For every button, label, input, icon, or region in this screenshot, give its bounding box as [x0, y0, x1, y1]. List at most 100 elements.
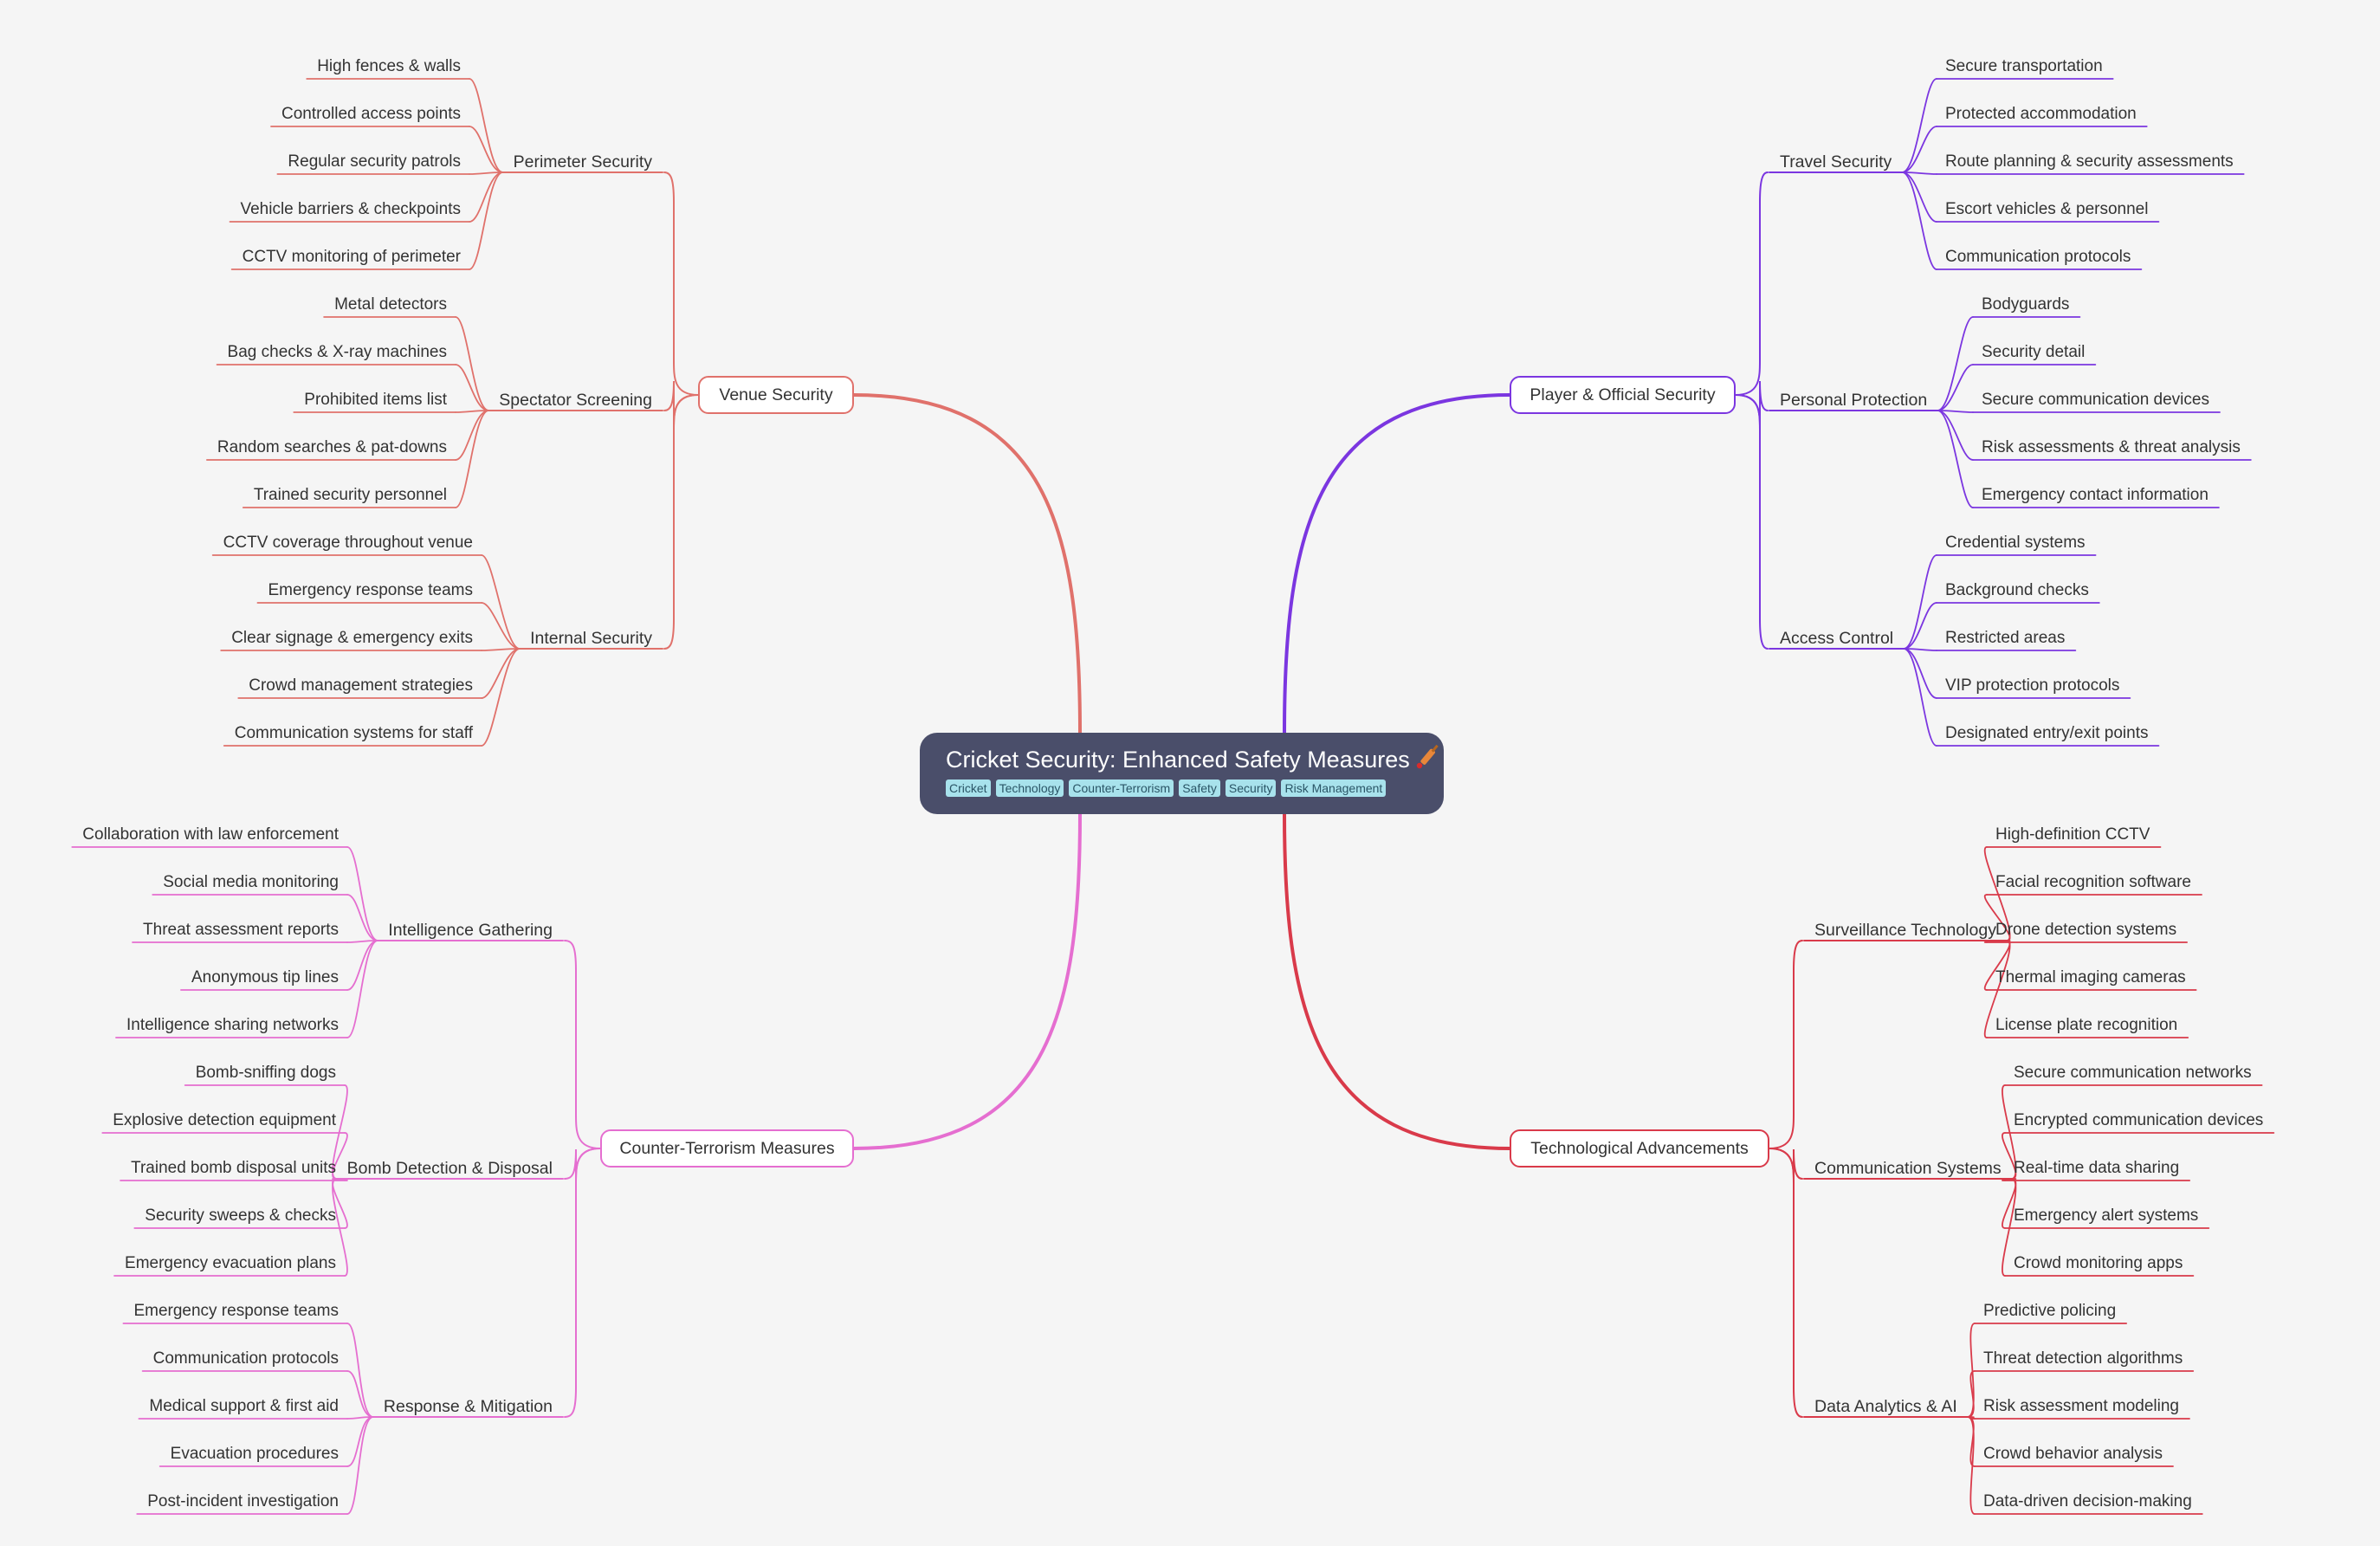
root-branch-connector: [852, 393, 1082, 734]
tag-risk-management[interactable]: Risk Management: [1281, 779, 1387, 797]
subtopic-leaf-connector: [1903, 554, 1937, 650]
root-branch-connector: [1283, 812, 1511, 1150]
subtopic-leaf-connector: [1983, 894, 2011, 941]
leaf-secure-communication-devices[interactable]: Secure communication devices: [1982, 391, 2209, 409]
leaf-designated-entry-exit-points[interactable]: Designated entry/exit points: [1945, 724, 2149, 742]
leaf-explosive-detection-equipment[interactable]: Explosive detection equipment: [113, 1111, 336, 1129]
subtopic-bomb-detection-disposal[interactable]: Bomb Detection & Disposal: [346, 1159, 553, 1178]
subtopic-communication-systems[interactable]: Communication Systems: [1814, 1159, 2002, 1178]
leaf-facial-recognition-software[interactable]: Facial recognition software: [1995, 873, 2191, 891]
tag-security[interactable]: Security: [1225, 779, 1277, 797]
leaf-emergency-alert-systems[interactable]: Emergency alert systems: [2014, 1206, 2199, 1225]
tag-safety[interactable]: Safety: [1179, 779, 1220, 797]
leaf-emergency-evacuation-plans[interactable]: Emergency evacuation plans: [125, 1254, 336, 1272]
leaf-cctv-monitoring-of-perimeter[interactable]: CCTV monitoring of perimeter: [242, 248, 461, 266]
subtopic-leaf-connector: [1983, 940, 2011, 943]
subtopic-leaf-connector: [1903, 648, 1937, 651]
leaf-crowd-monitoring-apps[interactable]: Crowd monitoring apps: [2014, 1254, 2183, 1272]
tag-technology[interactable]: Technology: [995, 779, 1064, 797]
leaf-communication-systems-for-staff[interactable]: Communication systems for staff: [234, 724, 473, 742]
leaf-regular-security-patrols[interactable]: Regular security patrols: [288, 152, 461, 171]
leaf-risk-assessments-threat-analysis[interactable]: Risk assessments & threat analysis: [1982, 438, 2241, 456]
root-branch-connector: [1283, 393, 1511, 734]
subtopic-leaf-connector: [1903, 602, 1937, 650]
leaf-vehicle-barriers-checkpoints[interactable]: Vehicle barriers & checkpoints: [240, 200, 461, 218]
leaf-metal-detectors[interactable]: Metal detectors: [334, 295, 447, 314]
subtopic-leaf-connector: [1966, 1323, 1976, 1418]
root-tag-list: Cricket Technology Counter-Terrorism Saf…: [946, 779, 1444, 797]
leaf-random-searches-pat-downs[interactable]: Random searches & pat-downs: [217, 438, 447, 456]
leaf-escort-vehicles-personnel[interactable]: Escort vehicles & personnel: [1945, 200, 2149, 218]
leaf-high-definition-cctv[interactable]: High-definition CCTV: [1995, 825, 2150, 844]
leaf-communication-protocols[interactable]: Communication protocols: [1945, 248, 2131, 266]
leaf-security-sweeps-checks[interactable]: Security sweeps & checks: [145, 1206, 336, 1225]
leaf-risk-assessment-modeling[interactable]: Risk assessment modeling: [1983, 1397, 2179, 1415]
leaf-collaboration-with-law-enforcement[interactable]: Collaboration with law enforcement: [82, 825, 339, 844]
leaf-crowd-management-strategies[interactable]: Crowd management strategies: [249, 676, 473, 695]
branch-venue-security[interactable]: Venue Security: [698, 376, 854, 414]
leaf-emergency-response-teams[interactable]: Emergency response teams: [268, 581, 473, 599]
subtopic-personal-protection[interactable]: Personal Protection: [1780, 391, 1928, 410]
subtopic-data-analytics-ai[interactable]: Data Analytics & AI: [1814, 1397, 1957, 1416]
leaf-cctv-coverage-throughout-venue[interactable]: CCTV coverage throughout venue: [223, 534, 473, 552]
leaf-credential-systems[interactable]: Credential systems: [1945, 534, 2086, 552]
leaf-bodyguards[interactable]: Bodyguards: [1982, 295, 2070, 314]
leaf-prohibited-items-list[interactable]: Prohibited items list: [304, 391, 447, 409]
leaf-security-detail[interactable]: Security detail: [1982, 343, 2086, 361]
leaf-high-fences-walls[interactable]: High fences & walls: [317, 57, 461, 75]
branch-counter-terrorism-measures[interactable]: Counter-Terrorism Measures: [600, 1129, 854, 1168]
subtopic-response-mitigation[interactable]: Response & Mitigation: [383, 1397, 553, 1416]
leaf-vip-protection-protocols[interactable]: VIP protection protocols: [1945, 676, 2120, 695]
leaf-bomb-sniffing-dogs[interactable]: Bomb-sniffing dogs: [195, 1064, 336, 1082]
leaf-threat-detection-algorithms[interactable]: Threat detection algorithms: [1983, 1349, 2183, 1368]
leaf-threat-assessment-reports[interactable]: Threat assessment reports: [143, 921, 339, 939]
leaf-real-time-data-sharing[interactable]: Real-time data sharing: [2014, 1159, 2180, 1177]
subtopic-leaf-connector: [1937, 364, 1974, 411]
leaf-trained-bomb-disposal-units[interactable]: Trained bomb disposal units: [131, 1159, 336, 1177]
leaf-protected-accommodation[interactable]: Protected accommodation: [1945, 105, 2137, 123]
subtopic-travel-security[interactable]: Travel Security: [1780, 152, 1892, 171]
tag-counter-terrorism[interactable]: Counter-Terrorism: [1069, 779, 1174, 797]
leaf-restricted-areas[interactable]: Restricted areas: [1945, 629, 2066, 647]
subtopic-surveillance-technology[interactable]: Surveillance Technology: [1814, 921, 1996, 940]
leaf-emergency-response-teams[interactable]: Emergency response teams: [133, 1302, 339, 1320]
leaf-post-incident-investigation[interactable]: Post-incident investigation: [147, 1492, 339, 1510]
leaf-evacuation-procedures[interactable]: Evacuation procedures: [170, 1445, 339, 1463]
subtopic-leaf-connector: [346, 1416, 374, 1515]
leaf-encrypted-communication-devices[interactable]: Encrypted communication devices: [2014, 1111, 2264, 1129]
leaf-background-checks[interactable]: Background checks: [1945, 581, 2089, 599]
root-topic[interactable]: Cricket Security: Enhanced Safety Measur…: [920, 733, 1444, 814]
subtopic-perimeter-security[interactable]: Perimeter Security: [513, 152, 652, 171]
leaf-drone-detection-systems[interactable]: Drone detection systems: [1995, 921, 2177, 939]
subtopic-leaf-connector: [346, 940, 379, 991]
subtopic-spectator-screening[interactable]: Spectator Screening: [499, 391, 652, 410]
leaf-trained-security-personnel[interactable]: Trained security personnel: [253, 486, 447, 504]
leaf-data-driven-decision-making[interactable]: Data-driven decision-making: [1983, 1492, 2192, 1510]
subtopic-internal-security[interactable]: Internal Security: [530, 629, 652, 648]
branch-technological-advancements[interactable]: Technological Advancements: [1510, 1129, 1769, 1168]
tag-cricket[interactable]: Cricket: [946, 779, 991, 797]
leaf-medical-support-first-aid[interactable]: Medical support & first aid: [149, 1397, 339, 1415]
leaf-thermal-imaging-cameras[interactable]: Thermal imaging cameras: [1995, 968, 2186, 986]
subtopic-leaf-connector: [455, 410, 490, 461]
leaf-emergency-contact-information[interactable]: Emergency contact information: [1982, 486, 2209, 504]
subtopic-access-control[interactable]: Access Control: [1780, 629, 1894, 648]
leaf-intelligence-sharing-networks[interactable]: Intelligence sharing networks: [126, 1016, 339, 1034]
leaf-secure-transportation[interactable]: Secure transportation: [1945, 57, 2103, 75]
branch-player-official-security[interactable]: Player & Official Security: [1510, 376, 1736, 414]
leaf-controlled-access-points[interactable]: Controlled access points: [281, 105, 461, 123]
leaf-secure-communication-networks[interactable]: Secure communication networks: [2014, 1064, 2252, 1082]
leaf-bag-checks-x-ray-machines[interactable]: Bag checks & X-ray machines: [227, 343, 447, 361]
subtopic-leaf-connector: [332, 1178, 348, 1277]
leaf-predictive-policing[interactable]: Predictive policing: [1983, 1302, 2117, 1320]
leaf-license-plate-recognition[interactable]: License plate recognition: [1995, 1016, 2178, 1034]
leaf-social-media-monitoring[interactable]: Social media monitoring: [163, 873, 339, 891]
leaf-anonymous-tip-lines[interactable]: Anonymous tip lines: [191, 968, 339, 986]
leaf-route-planning-security-assessments[interactable]: Route planning & security assessments: [1945, 152, 2234, 171]
subtopic-leaf-connector: [346, 1323, 374, 1418]
branch-label: Player & Official Security: [1530, 385, 1716, 404]
leaf-crowd-behavior-analysis[interactable]: Crowd behavior analysis: [1983, 1445, 2163, 1463]
leaf-clear-signage-emergency-exits[interactable]: Clear signage & emergency exits: [231, 629, 473, 647]
leaf-communication-protocols[interactable]: Communication protocols: [152, 1349, 339, 1368]
subtopic-intelligence-gathering[interactable]: Intelligence Gathering: [388, 921, 553, 940]
